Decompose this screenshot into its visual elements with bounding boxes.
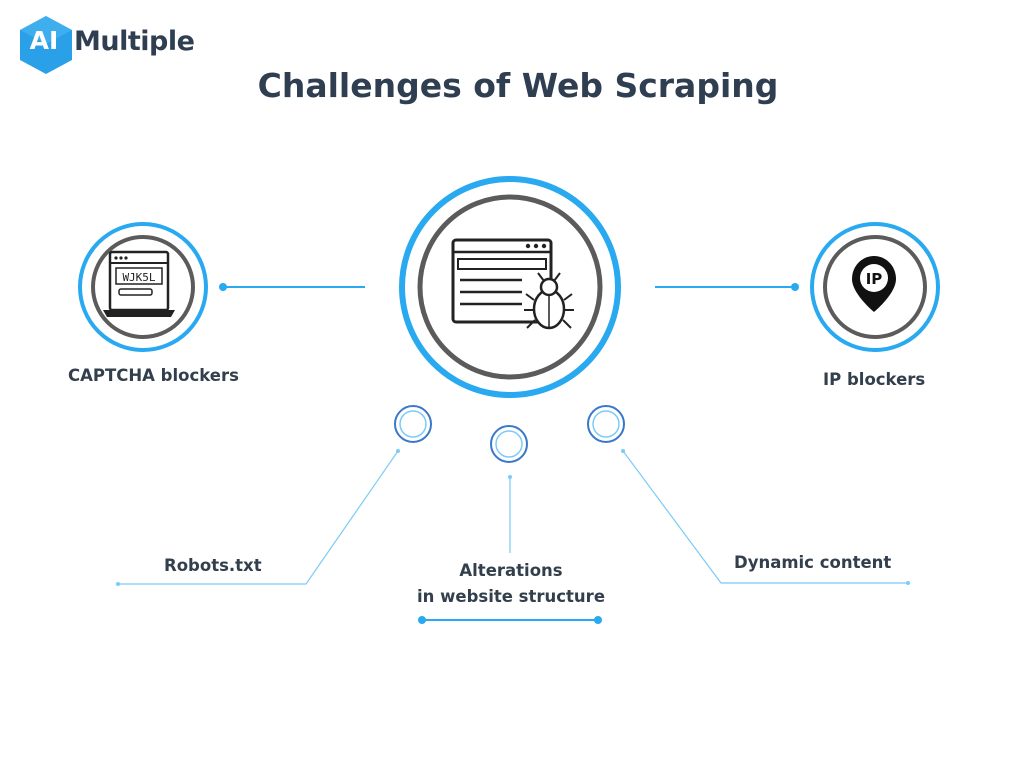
captcha-laptop-icon xyxy=(103,250,175,317)
dynamic-ring-icon xyxy=(587,405,625,443)
dynamic-connector xyxy=(622,450,908,584)
captcha-node: WJK5L xyxy=(78,222,208,352)
logo-mark: AI xyxy=(29,26,59,55)
ip-icon-text: IP xyxy=(866,270,883,288)
alterations-label: Alterations in website structure xyxy=(400,558,622,610)
ip-node: IP xyxy=(810,222,940,352)
robots-ring-icon xyxy=(394,405,432,443)
captcha-connector-dot xyxy=(219,283,227,291)
browser-bug-icon xyxy=(451,238,574,330)
captcha-label: CAPTCHA blockers xyxy=(68,366,239,385)
captcha-code-text: WJK5L xyxy=(122,271,155,284)
alterations-label-line1: Alterations xyxy=(459,561,563,580)
robots-connector xyxy=(118,450,399,585)
ai-multiple-logo-icon xyxy=(20,16,72,74)
robots-label: Robots.txt xyxy=(164,556,262,575)
dynamic-label: Dynamic content xyxy=(734,553,892,572)
logo-text: Multiple xyxy=(74,26,195,57)
ip-location-pin-icon xyxy=(852,256,896,312)
page-title: Challenges of Web Scraping xyxy=(257,66,779,105)
alterations-ring-icon xyxy=(490,425,528,463)
alterations-label-line2: in website structure xyxy=(416,587,606,606)
ip-connector-dot xyxy=(791,283,799,291)
center-node xyxy=(399,176,621,398)
ip-label: IP blockers xyxy=(823,370,926,389)
